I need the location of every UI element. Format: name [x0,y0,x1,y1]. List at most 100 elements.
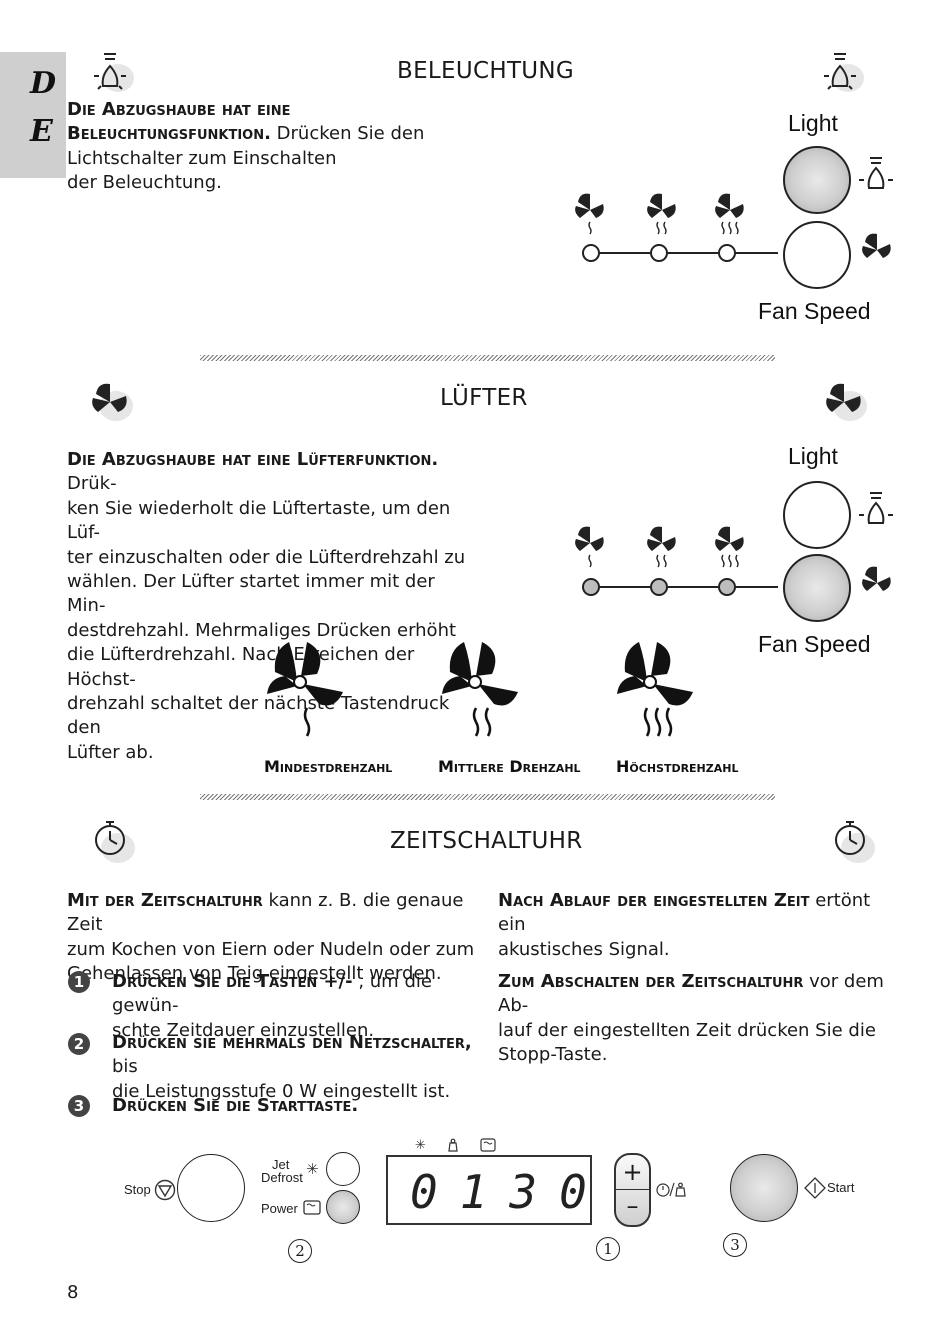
stop-text-line: lauf der eingestellten Zeit drücken Sie … [498,1019,876,1041]
light-button[interactable] [783,481,851,549]
bulb-icon [824,53,864,92]
defrost-label: Defrost [261,1170,303,1185]
callout-3: 3 [723,1233,747,1257]
luefter-text-line: Drük- [67,473,117,495]
step-number-3: 3 [68,1095,90,1117]
beleuchtung-lead: Die Abzugshaube hat eine Beleuchtungsfun… [67,99,291,145]
start-diamond-icon [804,1177,826,1199]
language-tab-letter-e: E [30,114,53,149]
fan-icon [575,193,744,218]
zeitschaltuhr-stop-text: Zum Abschalten der Zeitschaltuhr vor dem… [498,970,898,1068]
fan-speed-max-label: Höchstdrehzahl [616,757,739,776]
fan-speed-button[interactable] [783,554,851,622]
language-tab: D E [0,52,66,178]
fan-speed-indicator [575,193,891,262]
snowflake-icon: ✳ [415,1138,426,1153]
bulb-icon [94,53,134,92]
step-number-1: 1 [68,971,90,993]
intro-text-line: zum Kochen von Eiern oder Nudeln oder zu… [67,938,475,960]
time-display-value: 0130 [410,1165,609,1219]
luefter-text-line: die Lüfterdrehzahl. Nach Erreichen der H… [67,644,415,690]
step-1-lead: Drücken Sie die Tasten +/- [112,971,353,992]
fan-icon [575,526,744,551]
step-2-lead: Drücken sie mehrmals den Netzschalter, [112,1032,472,1053]
signal-text-line: ertönt ein [498,890,871,936]
time-display: 0130 [386,1155,592,1225]
zeitschaltuhr-intro-lead: Mit der Zeitschaltuhr [67,890,263,911]
section-divider [200,355,775,361]
stop-label: Stop [124,1182,151,1197]
stop-text-line: Stopp-Taste. [498,1044,608,1066]
stop-button[interactable] [177,1154,245,1222]
intro-text-line: kann z. B. die genaue Zeit [67,890,464,936]
section-divider [200,794,775,800]
language-tab-letter-d: D [30,66,57,101]
plus-button[interactable]: + [616,1155,649,1190]
step-1-rest: , um die gewün- [112,971,432,1017]
fan-speed-button[interactable] [783,221,851,289]
jet-defrost-button[interactable] [326,1152,360,1186]
fan-speed-indicator [575,526,891,596]
luefter-lead: Die Abzugshaube hat eine Lüfterfunktion. [67,449,439,470]
section-title-zeitschaltuhr: ZEITSCHALTUHR [390,828,583,854]
zeitschaltuhr-intro: Mit der Zeitschaltuhr kann z. B. die gen… [67,889,487,987]
control-panel-fan: Light Fan Speed [570,441,930,671]
page-number: 8 [67,1282,79,1303]
fan-speed-medium-label: Mittlere Drehzahl [438,757,581,776]
snowflake-icon: ✳ [306,1160,319,1178]
power-button[interactable] [326,1190,360,1224]
fan-icon [826,383,867,421]
beleuchtung-text: Die Abzugshaube hat eine Beleuchtungsfun… [67,98,477,196]
microwave-icon [303,1200,321,1215]
step-1-text: Drücken Sie die Tasten +/- , um die gewü… [112,970,482,1043]
step-2-rest: die Leistungsstufe 0 W eingestellt ist. [112,1080,451,1102]
fan-speed-min-icon [267,642,343,737]
section-title-beleuchtung: BELEUCHTUNG [397,58,575,84]
callout-1: 1 [596,1237,620,1261]
fan-icon [862,566,891,591]
stop-lead: Zum Abschalten der Zeitschaltuhr [498,971,804,992]
microwave-icon [480,1138,496,1152]
jet-label: Jet [272,1157,290,1172]
fan-speed-label: Fan Speed [758,298,871,324]
minus-button[interactable]: – [626,1192,639,1220]
step-3-lead: Drücken Sie die Starttaste. [112,1095,359,1116]
signal-lead: Nach Ablauf der eingestellten Zeit [498,890,810,911]
luefter-text: Die Abzugshaube hat eine Lüfterfunktion.… [67,448,477,765]
control-panel-light: Light Fan Speed [570,108,930,338]
luefter-text-line: wählen. Der Lüfter startet immer mit der… [67,571,435,617]
beleuchtung-text-line: der Beleuchtung. [67,172,222,194]
step-3-text: Drücken Sie die Starttaste. [112,1094,482,1118]
step-2-text: Drücken sie mehrmals den Netzschalter, b… [112,1031,482,1104]
intro-text-line: Gehenlassen von Teig eingestellt werden. [67,963,442,985]
luefter-text-line: drehzahl schaltet der nächste Tastendruc… [67,693,450,739]
timer-icon [95,821,135,863]
timer-icon [835,821,875,863]
light-label: Light [788,443,838,469]
light-label: Light [788,110,838,136]
fan-speed-max-icon [617,642,693,737]
plus-minus-buttons: + – [614,1153,651,1227]
signal-text-line: akustisches Signal. [498,938,670,960]
light-button[interactable] [783,146,851,214]
fan-speed-min-label: Mindestdrehzahl [264,757,393,776]
start-label: Start [827,1180,855,1195]
step-1-rest: schte Zeitdauer einzustellen. [112,1019,375,1041]
start-button[interactable] [730,1154,798,1222]
step-number-2: 2 [68,1033,90,1055]
luefter-text-line: ter einzuschalten oder die Lüfterdrehzah… [67,546,466,568]
callout-2: 2 [288,1239,312,1263]
zeitschaltuhr-signal-text: Nach Ablauf der eingestellten Zeit ertön… [498,889,898,962]
fan-speed-label: Fan Speed [758,631,871,657]
timer-weight-icon [656,1182,686,1197]
luefter-text-line: Lüfter ab. [67,741,154,763]
luefter-text-line: destdrehzahl. Mehrmaliges Drücken erhöht [67,619,457,641]
section-title-luefter: LÜFTER [440,385,528,411]
stop-text-line: vor dem Ab- [498,971,884,1017]
beleuchtung-text-line: Drücken Sie den Lichtschalter zum Einsch… [67,123,425,169]
bulb-icon [859,157,893,189]
weight-icon [448,1138,458,1152]
fan-speed-medium-icon [442,642,518,737]
power-label: Power [261,1201,298,1216]
bulb-icon [859,492,893,524]
